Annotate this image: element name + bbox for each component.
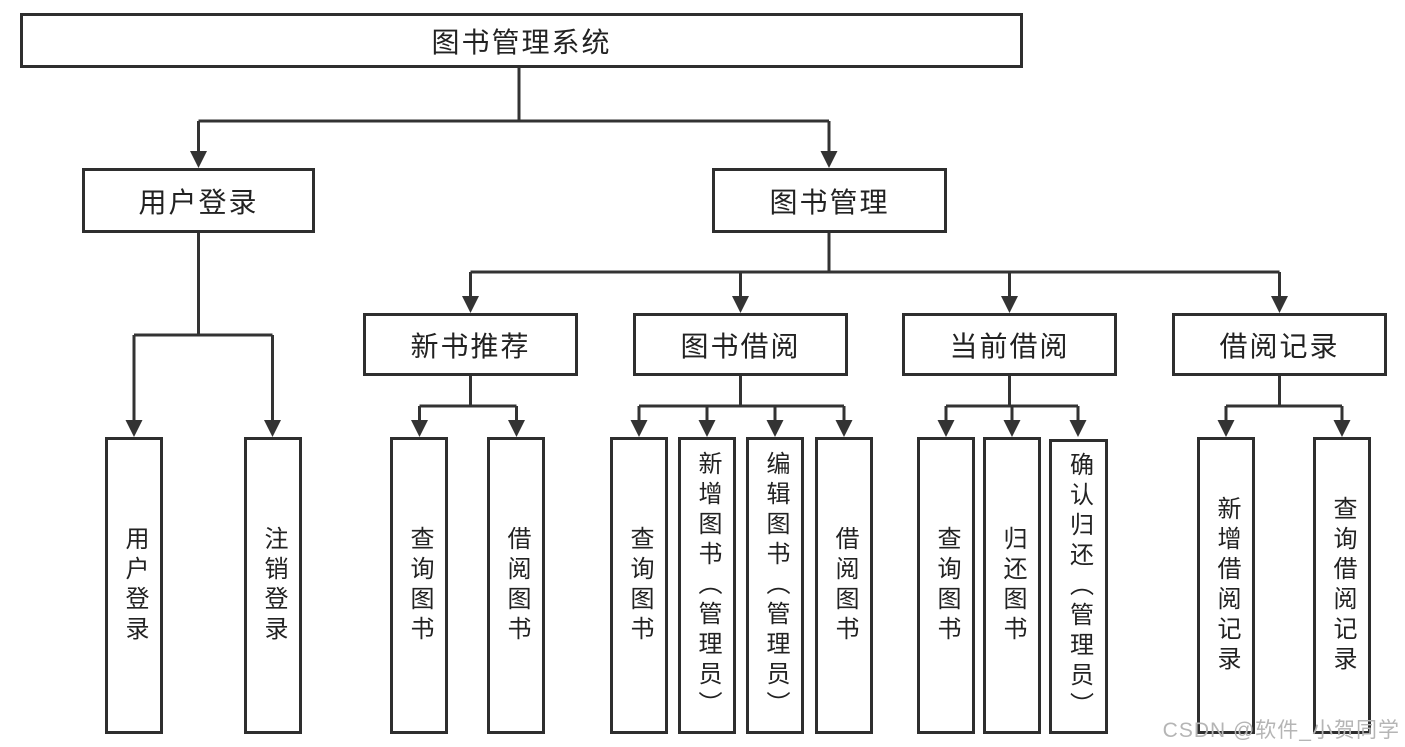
leaf-current-return-books-label: 归还图书 xyxy=(999,525,1026,646)
node-new-book-recommend-label: 新书推荐 xyxy=(410,330,531,362)
leaf-current-query-books-label: 查询图书 xyxy=(933,525,960,646)
leaf-current-confirm-return-admin-label: 确认归还（管理员） xyxy=(1065,451,1093,722)
node-root: 图书管理系统 xyxy=(20,13,1023,68)
leaf-borrow-query-books-label: 查询图书 xyxy=(626,525,653,646)
node-book-management-label: 图书管理 xyxy=(769,186,890,218)
leaf-borrow-edit-books-admin-label: 编辑图书（管理员） xyxy=(762,450,789,721)
node-book-borrow-label: 图书借阅 xyxy=(680,330,801,362)
leaf-records-add-record: 新增借阅记录 xyxy=(1197,437,1255,734)
node-user-login-label: 用户登录 xyxy=(138,186,259,218)
leaf-recommend-query-books: 查询图书 xyxy=(390,437,448,734)
leaf-logout: 注销登录 xyxy=(244,437,302,734)
csdn-watermark: CSDN @软件_小贺同学 xyxy=(1162,719,1400,742)
leaf-records-query-record: 查询借阅记录 xyxy=(1313,437,1371,734)
node-current-borrow: 当前借阅 xyxy=(902,313,1117,376)
leaf-logout-label: 注销登录 xyxy=(260,525,287,646)
leaf-user-login-label: 用户登录 xyxy=(121,525,148,646)
leaf-records-query-record-label: 查询借阅记录 xyxy=(1329,495,1356,676)
leaf-borrow-borrow-books: 借阅图书 xyxy=(815,437,873,734)
leaf-borrow-borrow-books-label: 借阅图书 xyxy=(831,525,858,646)
leaf-borrow-add-books-admin: 新增图书（管理员） xyxy=(678,437,736,734)
leaf-current-confirm-return-admin: 确认归还（管理员） xyxy=(1049,439,1108,734)
leaf-recommend-borrow-books-label: 借阅图书 xyxy=(503,525,530,646)
leaf-current-return-books: 归还图书 xyxy=(983,437,1041,734)
leaf-recommend-borrow-books: 借阅图书 xyxy=(487,437,545,734)
connector-lines xyxy=(132,66,1344,422)
leaf-borrow-query-books: 查询图书 xyxy=(610,437,668,734)
node-user-login: 用户登录 xyxy=(82,168,315,233)
leaf-user-login: 用户登录 xyxy=(105,437,163,734)
node-root-label: 图书管理系统 xyxy=(431,26,612,58)
leaf-records-add-record-label: 新增借阅记录 xyxy=(1213,495,1240,676)
leaf-recommend-query-books-label: 查询图书 xyxy=(406,525,433,646)
leaf-borrow-edit-books-admin: 编辑图书（管理员） xyxy=(746,437,804,734)
node-book-borrow: 图书借阅 xyxy=(633,313,848,376)
leaf-borrow-add-books-admin-label: 新增图书（管理员） xyxy=(694,450,721,721)
node-current-borrow-label: 当前借阅 xyxy=(949,330,1070,362)
leaf-current-query-books: 查询图书 xyxy=(917,437,975,734)
node-new-book-recommend: 新书推荐 xyxy=(363,313,578,376)
node-book-management: 图书管理 xyxy=(712,168,947,233)
node-borrow-records: 借阅记录 xyxy=(1172,313,1387,376)
node-borrow-records-label: 借阅记录 xyxy=(1219,330,1340,362)
